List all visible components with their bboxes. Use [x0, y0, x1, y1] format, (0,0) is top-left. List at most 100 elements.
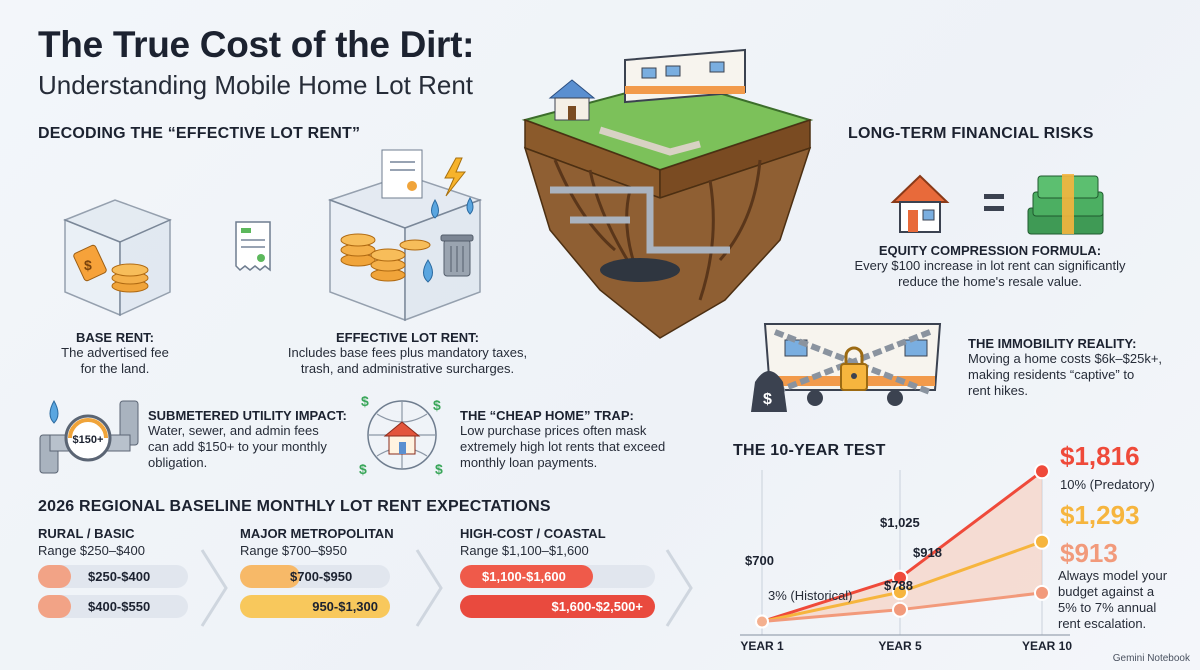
x-tick-label: YEAR 5 — [878, 639, 922, 653]
cheap-home-line1: Low purchase prices often mask — [460, 423, 647, 438]
regional-col-range: Range $1,100–$1,600 — [460, 543, 589, 558]
range-bar-label: $250-$400 — [88, 569, 151, 584]
risk-area — [762, 471, 1042, 622]
range-bar-label: $1,100-$1,600 — [482, 569, 566, 584]
data-point — [892, 601, 908, 618]
range-bar: $1,600-$2,500+ — [460, 595, 655, 618]
submetered-line3: obligation. — [148, 455, 208, 470]
predatory-label: 10% (Predatory) — [1060, 477, 1155, 492]
range-bar-fill — [460, 595, 655, 618]
effective-rent-cube-icon — [327, 149, 483, 322]
submetered-line2: can add $150+ to your monthly — [148, 439, 327, 454]
effective-rent-title: EFFECTIVE LOT RENT: — [336, 330, 479, 345]
base-rent-line2: for the land. — [80, 361, 150, 376]
chevron-right-icon — [415, 549, 443, 627]
base-rent-line1: The advertised fee — [61, 345, 169, 360]
range-bar: $1,100-$1,600 — [460, 565, 655, 588]
range-bar: $700-$950 — [240, 565, 390, 588]
range-bar: $400-$550 — [38, 595, 188, 618]
chained-home-icon: $ — [751, 323, 942, 412]
x-tick-label: YEAR 1 — [740, 639, 784, 653]
cheap-home-caption: THE “CHEAP HOME” TRAP: Low purchase pric… — [460, 408, 710, 471]
cheap-home-line3: monthly loan payments. — [460, 455, 598, 470]
escalation-note: Always model your budget against a 5% to… — [1058, 568, 1193, 632]
equity-caption: EQUITY COMPRESSION FORMULA: Every $100 i… — [830, 243, 1150, 290]
gauge-label: $150+ — [73, 434, 104, 446]
year10-low-label: $913 — [1060, 538, 1118, 568]
range-bar: $250-$400 — [38, 565, 188, 588]
mobile-home-lot-illustration — [521, 48, 814, 339]
house-trap-icon: $ $ $ $ — [359, 393, 443, 477]
decoding-heading: DECODING THE “EFFECTIVE LOT RENT” — [38, 125, 361, 142]
effective-rent-line2: trash, and administrative surcharges. — [300, 361, 515, 376]
page-subtitle: Understanding Mobile Home Lot Rent — [38, 70, 474, 100]
receipt-icon — [235, 221, 271, 272]
regional-col-name: HIGH-COST / COASTAL — [460, 526, 606, 541]
year5-low-label: $788 — [884, 578, 913, 593]
escalation-note-line2: budget against a — [1058, 584, 1155, 599]
range-bar-fill — [240, 565, 300, 588]
chevron-right-icon — [200, 549, 228, 627]
immobility-caption: THE IMMOBILITY REALITY: Moving a home co… — [968, 336, 1188, 399]
base-rent-title: BASE RENT: — [75, 330, 154, 345]
risks-heading: LONG-TERM FINANCIAL RISKS — [848, 125, 1094, 142]
svg-text:$: $ — [433, 397, 441, 413]
start-value-label: $700 — [745, 553, 774, 568]
cheap-home-title: THE “CHEAP HOME” TRAP: — [460, 408, 634, 423]
data-point — [1034, 533, 1050, 550]
svg-text:$: $ — [359, 461, 367, 477]
historical-label: 3% (Historical) — [768, 588, 853, 603]
ten-year-heading: THE 10-YEAR TEST — [733, 442, 886, 459]
range-bar: 950-$1,300 — [240, 595, 390, 618]
range-bar-label: $700-$950 — [290, 569, 353, 584]
range-bar-fill — [38, 595, 71, 618]
cheap-home-line2: extremely high lot rents that exceed — [460, 439, 666, 454]
footer-credit: Gemini Notebook — [1112, 653, 1190, 664]
escalation-note-line3: 5% to 7% annual — [1058, 600, 1157, 615]
equity-line2: reduce the home's resale value. — [898, 274, 1082, 289]
year10-mid-label: $1,293 — [1060, 500, 1140, 530]
svg-text:$: $ — [361, 393, 369, 409]
page-title: The True Cost of the Dirt: — [38, 24, 475, 65]
year5-mid-label: $918 — [913, 545, 942, 560]
range-bar-label: $400-$550 — [88, 599, 151, 614]
range-bar-fill — [240, 595, 390, 618]
equity-line1: Every $100 increase in lot rent can sign… — [854, 258, 1126, 273]
svg-text:$: $ — [763, 391, 772, 408]
svg-text:$: $ — [435, 461, 443, 477]
regional-heading: 2026 REGIONAL BASELINE MONTHLY LOT RENT … — [38, 498, 551, 515]
svg-text:$: $ — [84, 257, 92, 273]
regional-col-name: MAJOR METROPOLITAN — [240, 526, 394, 541]
immobility-line3: rent hikes. — [968, 383, 1028, 398]
data-point — [1034, 463, 1050, 480]
water-meter-icon: $150+ — [39, 399, 139, 474]
regional-col-range: Range $700–$950 — [240, 543, 347, 558]
base-rent-cube-icon: $ — [62, 199, 173, 317]
data-point — [892, 584, 908, 601]
ten-year-chart: YEAR 1 YEAR 5 YEAR 10 — [740, 463, 1072, 653]
range-bar-fill — [38, 565, 71, 588]
regional-col-name: RURAL / BASIC — [38, 526, 135, 541]
chevron-right-icon — [665, 549, 693, 627]
base-rent-caption: BASE RENT: The advertised fee for the la… — [40, 330, 190, 377]
year5-high-label: $1,025 — [880, 515, 920, 530]
submetered-title: SUBMETERED UTILITY IMPACT: — [148, 408, 347, 423]
immobility-title: THE IMMOBILITY REALITY: — [968, 336, 1137, 351]
escalation-note-line4: rent escalation. — [1058, 616, 1147, 631]
immobility-line1: Moving a home costs $6k–$25k+, — [968, 351, 1163, 366]
effective-rent-caption: EFFECTIVE LOT RENT: Includes base fees p… — [270, 330, 545, 377]
submetered-line1: Water, sewer, and admin fees — [148, 423, 319, 438]
immobility-line2: making residents “captive” to — [968, 367, 1135, 382]
data-point — [755, 614, 769, 629]
range-bar-label: $1,600-$2,500+ — [551, 599, 643, 614]
year10-high-label: $1,816 — [1060, 441, 1140, 471]
regional-col-range: Range $250–$400 — [38, 543, 145, 558]
range-bar-fill — [460, 565, 593, 588]
cash-stack-icon — [1027, 174, 1104, 235]
escalation-note-line1: Always model your — [1058, 568, 1168, 583]
x-tick-label: YEAR 10 — [1022, 639, 1072, 653]
equity-title: EQUITY COMPRESSION FORMULA: — [878, 243, 1102, 258]
effective-rent-line1: Includes base fees plus mandatory taxes, — [287, 345, 528, 360]
equity-formula-icon — [890, 174, 1104, 235]
range-bar-label: 950-$1,300 — [312, 599, 378, 614]
